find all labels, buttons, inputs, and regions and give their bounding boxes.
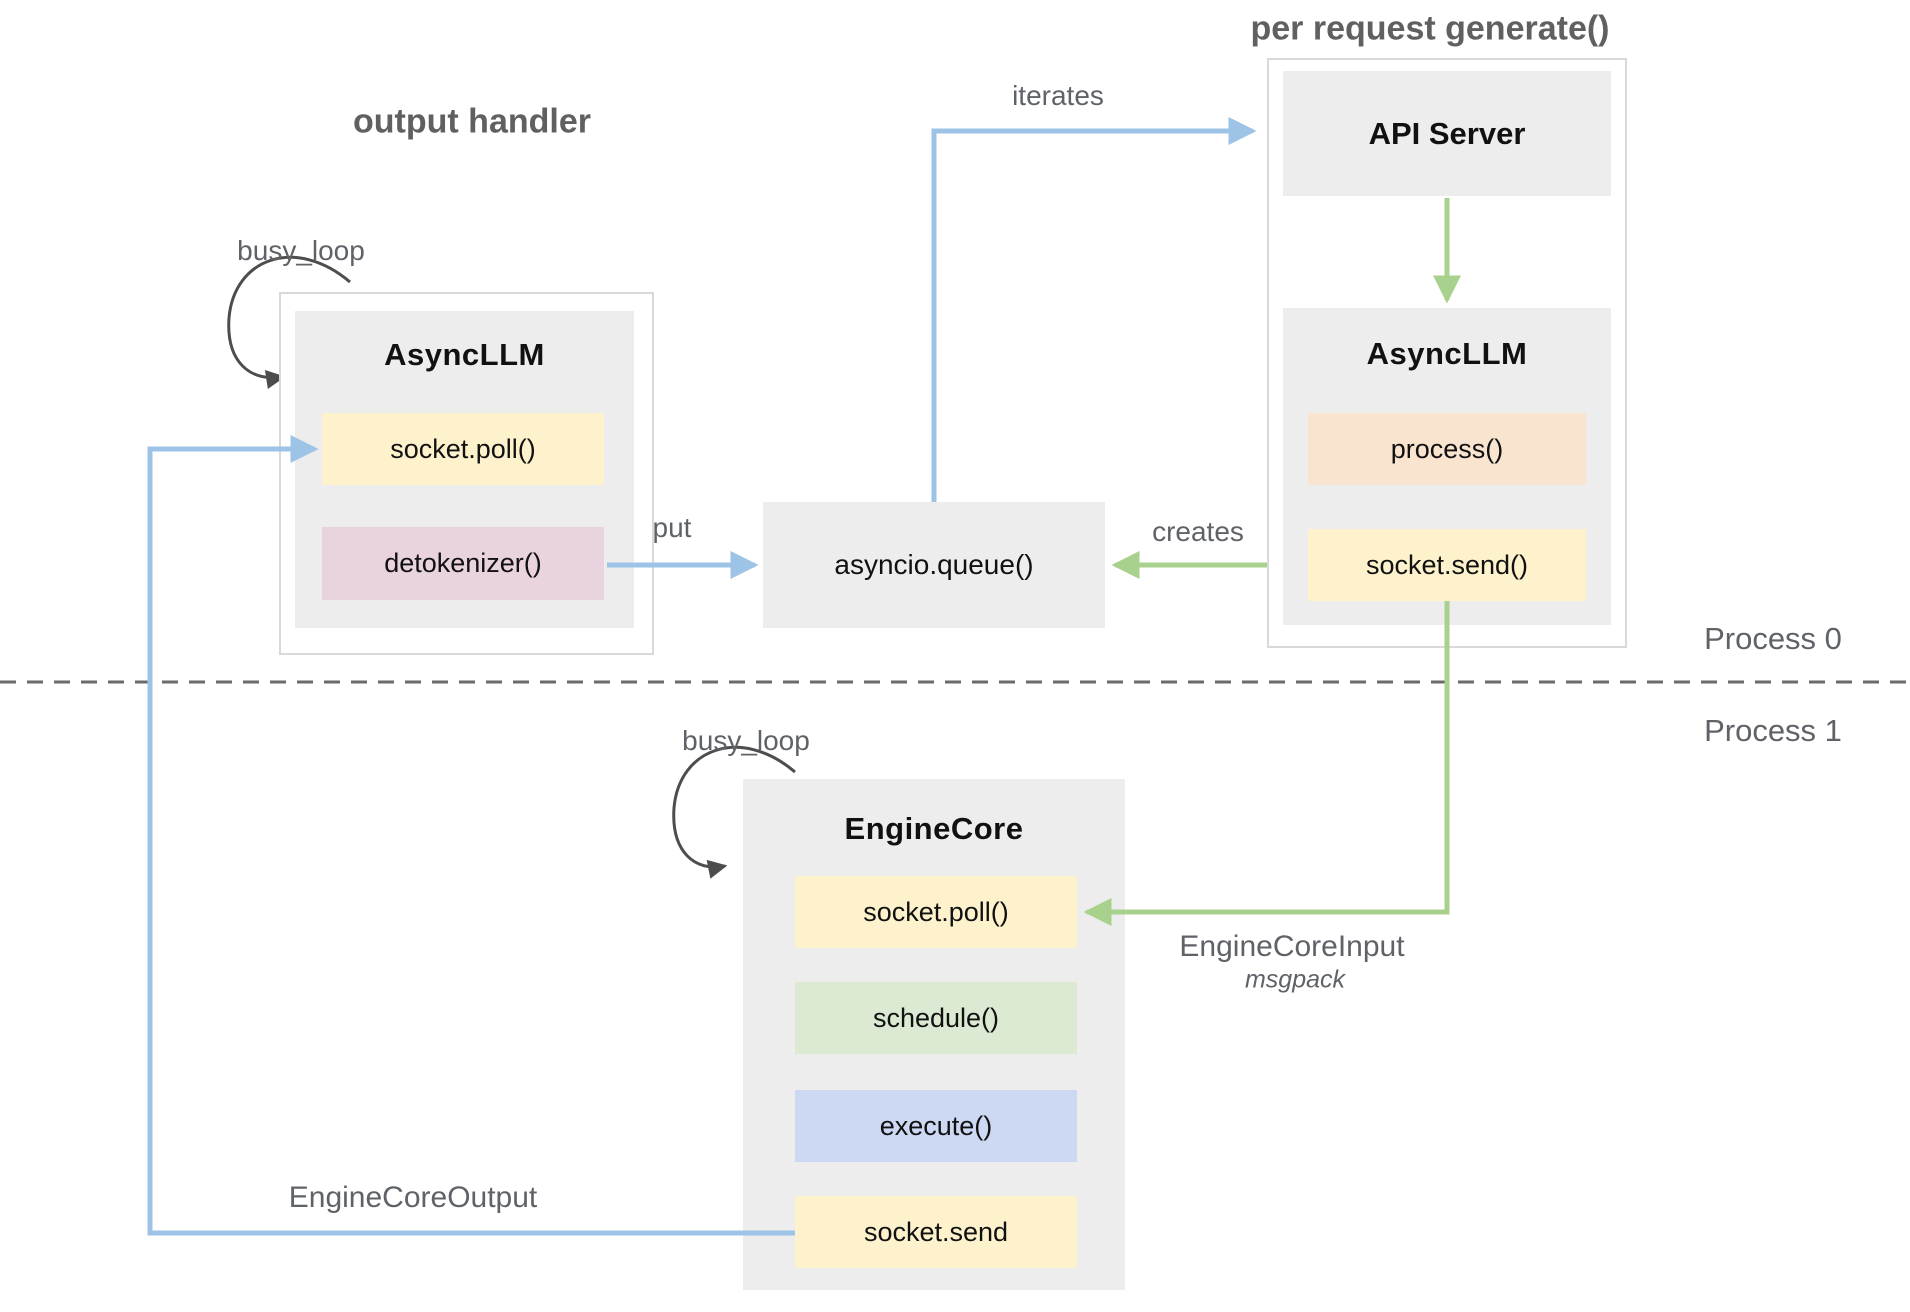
asyncio-queue-label: asyncio.queue() <box>834 549 1034 580</box>
put-label: put <box>652 512 692 543</box>
creates-label: creates <box>1152 516 1244 547</box>
async-llm-right-node: AsyncLLM process() socket.send() <box>1283 308 1611 625</box>
msgpack-label: msgpack <box>1244 965 1346 994</box>
method-socket-send-engine: socket.send <box>795 1196 1077 1268</box>
method-execute: execute() <box>795 1090 1077 1162</box>
method-detokenizer: detokenizer() <box>322 527 604 600</box>
engine-core-output-label: EngineCoreOutput <box>288 1181 538 1214</box>
output-handler-title: output handler <box>353 102 591 141</box>
engine-core-title: EngineCore <box>844 811 1024 846</box>
method-process: process() <box>1308 413 1586 485</box>
method-socket-send-right: socket.send() <box>1308 529 1586 601</box>
iterates-arrow <box>931 117 1257 502</box>
iterates-label: iterates <box>1012 80 1104 111</box>
engine-core-input-label: EngineCoreInput <box>1179 930 1405 963</box>
per-request-generate-title: per request generate() <box>1250 9 1610 48</box>
async-llm-left-title: AsyncLLM <box>384 337 545 372</box>
method-schedule: schedule() <box>795 982 1077 1054</box>
api-server-title: API Server <box>1368 115 1526 151</box>
method-socket-poll-engine: socket.poll() <box>795 876 1077 948</box>
process-1-label: Process 1 <box>1704 713 1842 748</box>
async-llm-right-title: AsyncLLM <box>1366 336 1528 371</box>
api-server-node: API Server <box>1283 71 1611 196</box>
method-socket-poll-left: socket.poll() <box>322 413 604 485</box>
busy-loop-label-bottom: busy_loop <box>682 725 810 756</box>
busy-loop-label-top: busy_loop <box>237 235 365 266</box>
engine-core-node: EngineCore socket.poll() schedule() exec… <box>743 779 1125 1290</box>
async-llm-left-node: AsyncLLM socket.poll() detokenizer() <box>295 311 634 628</box>
process-0-label: Process 0 <box>1704 621 1842 656</box>
asyncio-queue-node: asyncio.queue() <box>763 502 1105 628</box>
